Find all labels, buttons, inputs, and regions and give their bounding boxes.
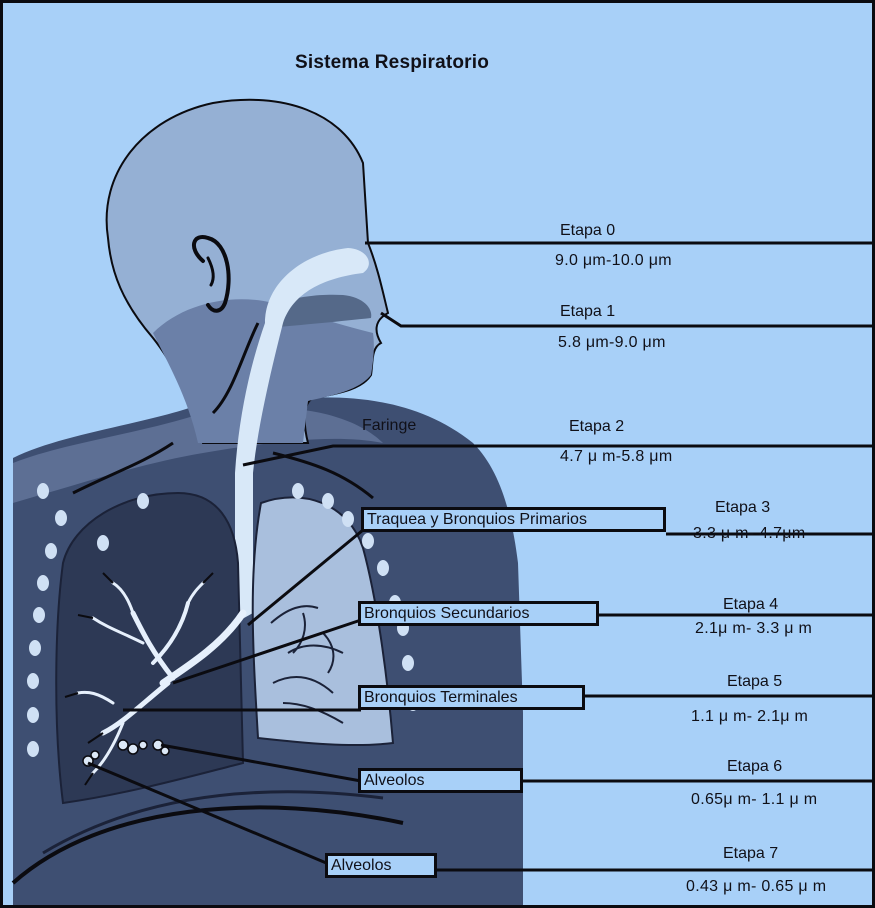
faringe-label: Faringe xyxy=(362,417,416,435)
stage-5-label: Etapa 5 xyxy=(727,673,782,691)
alveolos-label-2: Alveolos xyxy=(325,853,437,878)
stage-2-label: Etapa 2 xyxy=(569,418,624,436)
stage-4-label: Etapa 4 xyxy=(723,596,778,614)
stage-4-range: 2.1μ m- 3.3 μ m xyxy=(695,620,812,638)
stage-3-label: Etapa 3 xyxy=(715,499,770,517)
bronquios-secundarios-label: Bronquios Secundarios xyxy=(358,601,599,626)
bronquios-terminales-label: Bronquios Terminales xyxy=(358,685,585,710)
stage-0-label: Etapa 0 xyxy=(560,222,615,240)
stage-5-range: 1.1 μ m- 2.1μ m xyxy=(691,708,808,726)
alveolos-label-1: Alveolos xyxy=(358,768,523,793)
stage-6-range: 0.65μ m- 1.1 μ m xyxy=(691,791,817,809)
stage-6-label: Etapa 6 xyxy=(727,758,782,776)
stage-1-label: Etapa 1 xyxy=(560,303,615,321)
stage-0-range: 9.0 μm-10.0 μm xyxy=(555,252,672,270)
stage-2-range: 4.7 μ m-5.8 μm xyxy=(560,448,672,466)
stage-7-range: 0.43 μ m- 0.65 μ m xyxy=(686,878,826,896)
stage-7-label: Etapa 7 xyxy=(723,845,778,863)
stage-1-range: 5.8 μm-9.0 μm xyxy=(558,334,666,352)
traquea-label: Traquea y Bronquios Primarios xyxy=(361,507,666,532)
stage-3-range: 3.3 μ m- 4.7μm xyxy=(693,525,805,543)
diagram-title: Sistema Respiratorio xyxy=(295,52,489,74)
